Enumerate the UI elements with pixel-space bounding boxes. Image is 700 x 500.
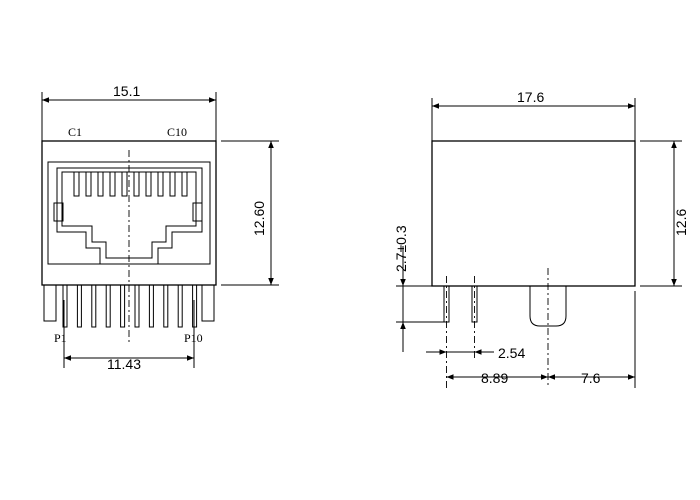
contact-fingers xyxy=(73,171,188,197)
contact-finger-9 xyxy=(169,171,176,197)
pin-label-p10: P10 xyxy=(184,331,203,345)
side-pin-pitch-dimension: 2.54 xyxy=(426,345,525,361)
front-width-dimension: 15.1 xyxy=(41,83,217,141)
front-pin-9 xyxy=(177,284,183,328)
front-pin-8 xyxy=(163,284,169,328)
contact-finger-1 xyxy=(73,171,80,197)
contact-finger-4 xyxy=(109,171,116,197)
pin-label-p1: P1 xyxy=(54,331,67,345)
front-view: C1 C10 P1 P10 15.1 12.60 11.43 xyxy=(41,83,279,372)
side-pin-pitch-value: 2.54 xyxy=(498,345,525,361)
front-pin-4 xyxy=(105,284,111,328)
contact-label-c1: C1 xyxy=(68,125,82,139)
contact-finger-6 xyxy=(133,171,140,197)
side-length-dimension: 17.6 xyxy=(431,89,636,141)
contact-finger-2 xyxy=(85,171,92,197)
left-latch xyxy=(53,202,64,222)
rj45-cavity xyxy=(56,167,203,265)
right-board-lock xyxy=(201,284,215,322)
side-view: 17.6 12.6 2.7±0.3 2.54 8.89 xyxy=(393,89,689,388)
front-pin-2 xyxy=(76,284,82,328)
contact-finger-5 xyxy=(121,171,128,197)
contact-label-c10: C10 xyxy=(167,125,187,139)
rj45-cavity-inner xyxy=(61,171,197,259)
side-housing-outline xyxy=(431,140,636,287)
front-pin-1 xyxy=(62,284,68,328)
front-pin-6 xyxy=(134,284,140,328)
side-post-to-end-dimension: 7.6 xyxy=(548,291,636,388)
side-pin-length-value: 2.7±0.3 xyxy=(393,225,409,272)
front-pin-span-value: 11.43 xyxy=(107,356,141,372)
contact-finger-10 xyxy=(181,171,188,197)
front-height-value: 12.60 xyxy=(251,201,267,236)
front-pin-span-dimension: 11.43 xyxy=(63,300,195,372)
contact-finger-7 xyxy=(145,171,152,197)
front-pins xyxy=(62,284,198,328)
front-pin-10 xyxy=(192,284,198,328)
side-height-value: 12.6 xyxy=(673,209,689,236)
contact-finger-3 xyxy=(97,171,104,197)
side-pin-to-post-dimension: 8.89 xyxy=(446,370,548,386)
side-pin-length-dimension: 2.7±0.3 xyxy=(393,225,444,352)
right-latch xyxy=(192,202,203,222)
side-height-dimension: 12.6 xyxy=(640,140,689,287)
front-pin-3 xyxy=(91,284,97,328)
side-pin-to-post-value: 8.89 xyxy=(481,370,508,386)
side-length-value: 17.6 xyxy=(517,89,544,105)
contact-finger-8 xyxy=(157,171,164,197)
front-height-dimension: 12.60 xyxy=(221,140,279,286)
side-post-to-end-value: 7.6 xyxy=(581,370,601,386)
front-pin-5 xyxy=(120,284,126,328)
left-board-lock xyxy=(43,284,57,322)
front-pin-7 xyxy=(148,284,154,328)
side-board-lock-post xyxy=(529,286,567,327)
front-width-value: 15.1 xyxy=(113,83,140,99)
